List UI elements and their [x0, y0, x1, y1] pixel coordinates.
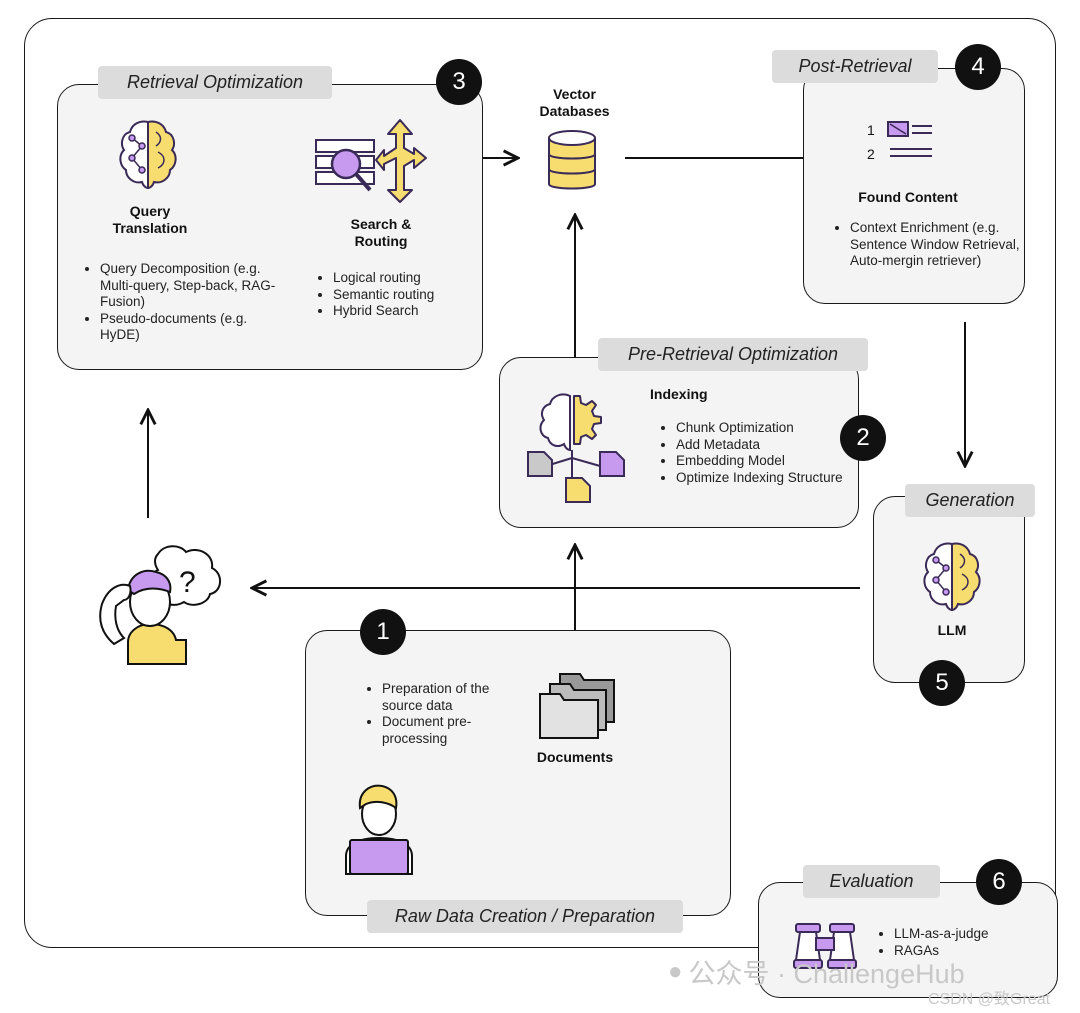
database-icon	[548, 130, 596, 190]
documents-title: Documents	[536, 749, 614, 765]
bullet-item: Document pre-processing	[382, 714, 532, 747]
search-routing-bullets: Logical routing Semantic routing Hybrid …	[319, 270, 483, 320]
retrieval-optimization-tag: Retrieval Optimization	[98, 66, 332, 99]
step-6-badge: 6	[976, 859, 1022, 905]
post-retrieval-tag: Post-Retrieval	[772, 50, 938, 83]
raw-data-bullets: Preparation of the source data Document …	[368, 681, 532, 747]
documents-folder-icon	[539, 673, 615, 739]
outer-frame	[24, 18, 1056, 948]
step-4-badge: 4	[955, 44, 1001, 90]
query-translation-bullets: Query Decomposition (e.g. Multi-query, S…	[86, 261, 280, 344]
step-1-badge: 1	[360, 609, 406, 655]
generation-tag: Generation	[905, 484, 1035, 517]
step-3-badge: 3	[436, 59, 482, 105]
vector-databases-title: Vector Databases	[539, 86, 610, 119]
indexing-icon	[527, 393, 625, 503]
evaluation-tag: Evaluation	[803, 865, 940, 898]
bullet-item: Semantic routing	[333, 287, 483, 304]
binoculars-icon	[793, 923, 857, 969]
brain-icon	[119, 120, 177, 190]
bullet-item: Query Decomposition (e.g. Multi-query, S…	[100, 261, 280, 311]
query-translation-title: Query Translation	[112, 203, 188, 236]
list-number-1: 1	[867, 122, 875, 138]
bullet-item: Preparation of the source data	[382, 681, 532, 714]
post-retrieval-panel	[803, 68, 1025, 304]
step-2-badge: 2	[840, 415, 886, 461]
wechat-watermark-text: 公众号 · ChallengeHub	[688, 959, 965, 989]
bullet-item: Optimize Indexing Structure	[676, 470, 846, 487]
bullet-item: Context Enrichment (e.g. Sentence Window…	[850, 220, 1026, 270]
wechat-watermark: ● 公众号 · ChallengeHub	[668, 952, 965, 991]
svg-text:?: ?	[179, 566, 196, 599]
step-5-badge: 5	[919, 660, 965, 706]
laptop-user-icon	[345, 784, 413, 875]
pre-retrieval-tag: Pre-Retrieval Optimization	[598, 338, 868, 371]
thinking-user-icon: ?	[99, 545, 221, 665]
list-number-2: 2	[867, 146, 875, 162]
llm-title: LLM	[937, 622, 967, 638]
bullet-item: Add Metadata	[676, 437, 846, 454]
raw-data-tag: Raw Data Creation / Preparation	[367, 900, 683, 933]
wechat-icon: ●	[668, 957, 683, 985]
ranked-list-icon	[887, 121, 932, 157]
bullet-item: Logical routing	[333, 270, 483, 287]
bullet-item: RAGAs	[894, 943, 1044, 960]
bullet-item: Chunk Optimization	[676, 420, 846, 437]
bullet-item: Hybrid Search	[333, 303, 483, 320]
search-routing-title: Search & Routing	[350, 216, 412, 249]
llm-brain-icon	[923, 542, 981, 612]
indexing-bullets: Chunk Optimization Add Metadata Embeddin…	[662, 420, 846, 486]
bullet-item: Pseudo-documents (e.g. HyDE)	[100, 311, 280, 344]
evaluation-bullets: LLM-as-a-judge RAGAs	[880, 926, 1044, 959]
post-retrieval-bullets: Context Enrichment (e.g. Sentence Window…	[836, 220, 1026, 270]
indexing-title: Indexing	[650, 386, 708, 402]
bullet-item: LLM-as-a-judge	[894, 926, 1044, 943]
bullet-item: Embedding Model	[676, 453, 846, 470]
search-routing-icon	[315, 119, 427, 203]
retrieval-optimization-panel	[57, 84, 483, 370]
found-content-title: Found Content	[858, 189, 958, 205]
csdn-watermark: CSDN @致Great	[928, 991, 1051, 1008]
